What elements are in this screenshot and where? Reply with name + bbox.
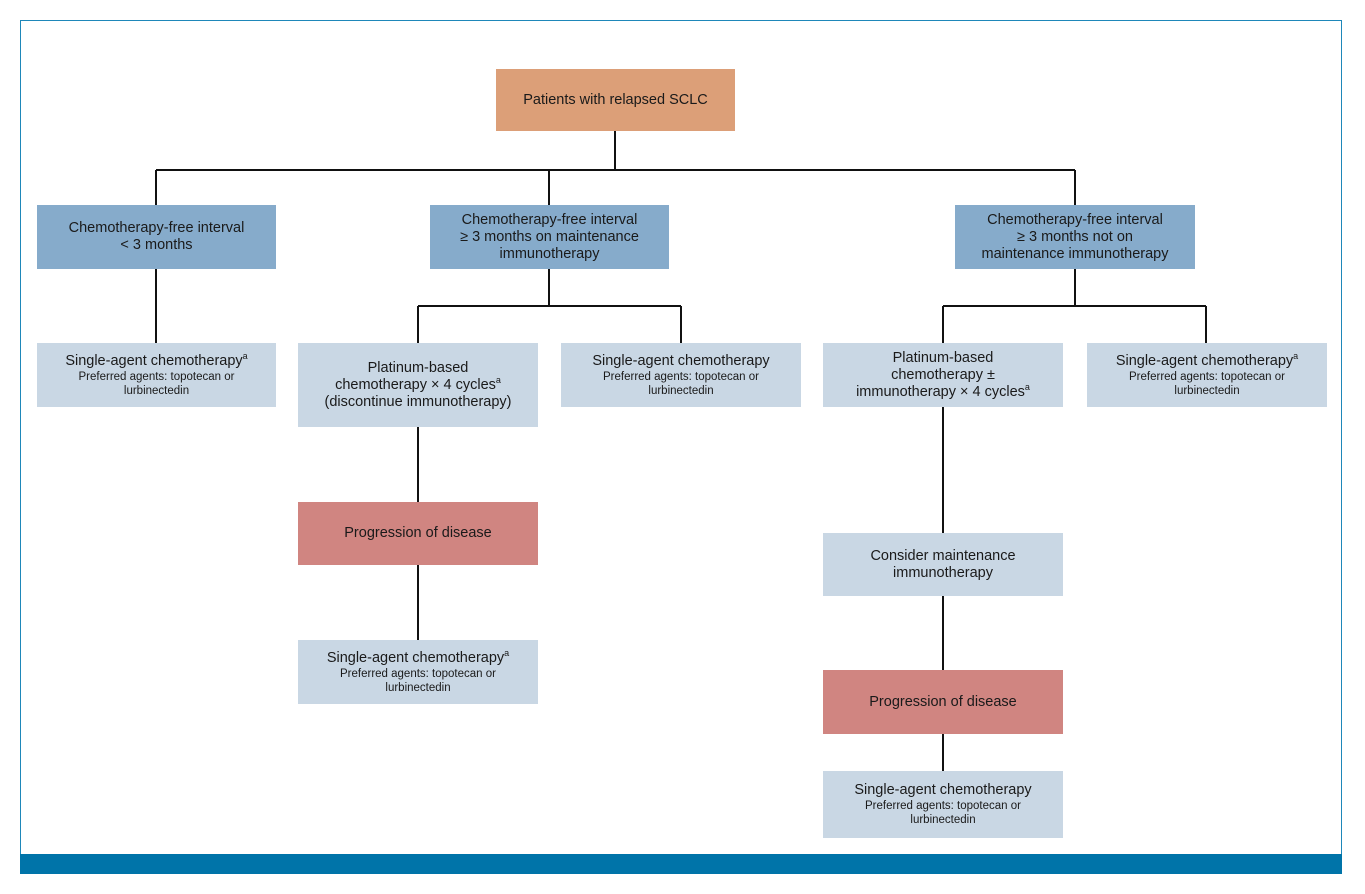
node-text-line: maintenance immunotherapy bbox=[981, 245, 1169, 262]
figure-bottom-bar bbox=[20, 854, 1342, 874]
figure-frame bbox=[20, 20, 1342, 854]
node-title-text: Single-agent chemotherapy bbox=[1115, 352, 1294, 369]
node-progression-of-disease-1: Progression of disease bbox=[298, 502, 538, 565]
node-title-text: Single-agent chemotherapy bbox=[326, 649, 505, 666]
node-text-line: Chemotherapy-free interval bbox=[987, 211, 1163, 228]
node-title-text: Single-agent chemotherapy bbox=[592, 352, 770, 369]
node-text-line: Progression of disease bbox=[869, 693, 1017, 710]
node-text-line: Chemotherapy-free interval bbox=[68, 220, 245, 236]
node-title: Single-agent chemotherapy bbox=[854, 782, 1031, 799]
node-progression-of-disease-2: Progression of disease bbox=[823, 670, 1063, 734]
node-single-agent-chemotherapy-4: Single-agent chemotherapya Preferred age… bbox=[1087, 343, 1327, 407]
node-text-line: Consider maintenance bbox=[870, 547, 1016, 564]
node-interval-ge-3-months-on-maintenance: Chemotherapy-free interval ≥ 3 months on… bbox=[430, 205, 669, 269]
node-patients-relapsed-sclc: Patients with relapsed SCLC bbox=[496, 69, 735, 131]
node-subtext-line: Preferred agents: topotecan or bbox=[1129, 370, 1285, 383]
node-title-text: Single-agent chemotherapy bbox=[854, 782, 1032, 798]
node-title: Single-agent chemotherapya bbox=[326, 647, 510, 667]
node-text: immunotherapy × 4 cycles bbox=[856, 383, 1025, 400]
node-subtext-line: lurbinectedin bbox=[910, 814, 976, 826]
node-interval-lt-3-months: Chemotherapy-free interval < 3 months bbox=[37, 205, 276, 269]
footnote-marker: a bbox=[495, 374, 501, 385]
node-text-line: Progression of disease bbox=[344, 525, 492, 541]
node-text-line: Chemotherapy-free interval bbox=[461, 211, 638, 228]
node-title: Single-agent chemotherapya bbox=[65, 350, 248, 370]
node-subtext-line: Preferred agents: topotecan or bbox=[340, 667, 496, 680]
node-subtext-line: lurbinectedin bbox=[1174, 384, 1240, 397]
node-text-line: ≥ 3 months on maintenance bbox=[460, 228, 639, 245]
node-platinum-based-chemotherapy-1: Platinum-based chemotherapy × 4 cyclesa … bbox=[298, 343, 538, 427]
node-title: Single-agent chemotherapya bbox=[1115, 350, 1299, 370]
footnote-marker: a bbox=[1293, 350, 1299, 361]
footnote-marker: a bbox=[1024, 381, 1030, 392]
footnote-marker: a bbox=[242, 350, 248, 361]
node-text-line: chemotherapy ± bbox=[891, 366, 995, 383]
node-subtext-line: Preferred agents: topotecan or bbox=[865, 800, 1021, 812]
node-consider-maintenance-immunotherapy: Consider maintenance immunotherapy bbox=[823, 533, 1063, 596]
node-subtext-line: Preferred agents: topotecan or bbox=[603, 370, 759, 383]
node-text-line: (discontinue immunotherapy) bbox=[324, 393, 512, 410]
node-text-line: Patients with relapsed SCLC bbox=[523, 91, 708, 108]
node-text-line: chemotherapy × 4 cyclesa bbox=[335, 374, 501, 394]
footnote-marker: a bbox=[504, 647, 510, 658]
node-text-line: immunotherapy × 4 cyclesa bbox=[856, 381, 1030, 401]
node-single-agent-chemotherapy-1: Single-agent chemotherapya Preferred age… bbox=[37, 343, 276, 407]
node-single-agent-chemotherapy-5: Single-agent chemotherapy Preferred agen… bbox=[823, 771, 1063, 838]
node-subtext-line: lurbinectedin bbox=[123, 384, 190, 397]
node-single-agent-chemotherapy-3: Single-agent chemotherapya Preferred age… bbox=[298, 640, 538, 704]
node-text-line: Platinum-based bbox=[367, 359, 469, 376]
node-interval-ge-3-months-not-on-maintenance: Chemotherapy-free interval ≥ 3 months no… bbox=[955, 205, 1195, 269]
node-text-line: < 3 months bbox=[120, 237, 193, 253]
node-text: chemotherapy × 4 cycles bbox=[335, 376, 496, 393]
node-single-agent-chemotherapy-2: Single-agent chemotherapy Preferred agen… bbox=[561, 343, 801, 407]
node-text-line: immunotherapy bbox=[499, 245, 600, 262]
node-text-line: Platinum-based bbox=[892, 349, 994, 366]
node-title-text: Single-agent chemotherapy bbox=[65, 352, 243, 369]
node-subtext-line: lurbinectedin bbox=[648, 384, 714, 397]
node-text-line: ≥ 3 months not on bbox=[1017, 228, 1133, 245]
node-title: Single-agent chemotherapy bbox=[592, 353, 769, 370]
node-platinum-based-chemotherapy-2: Platinum-based chemotherapy ± immunother… bbox=[823, 343, 1063, 407]
node-text-line: immunotherapy bbox=[893, 564, 993, 581]
node-subtext-line: Preferred agents: topotecan or bbox=[78, 370, 235, 383]
node-subtext-line: lurbinectedin bbox=[385, 681, 451, 694]
